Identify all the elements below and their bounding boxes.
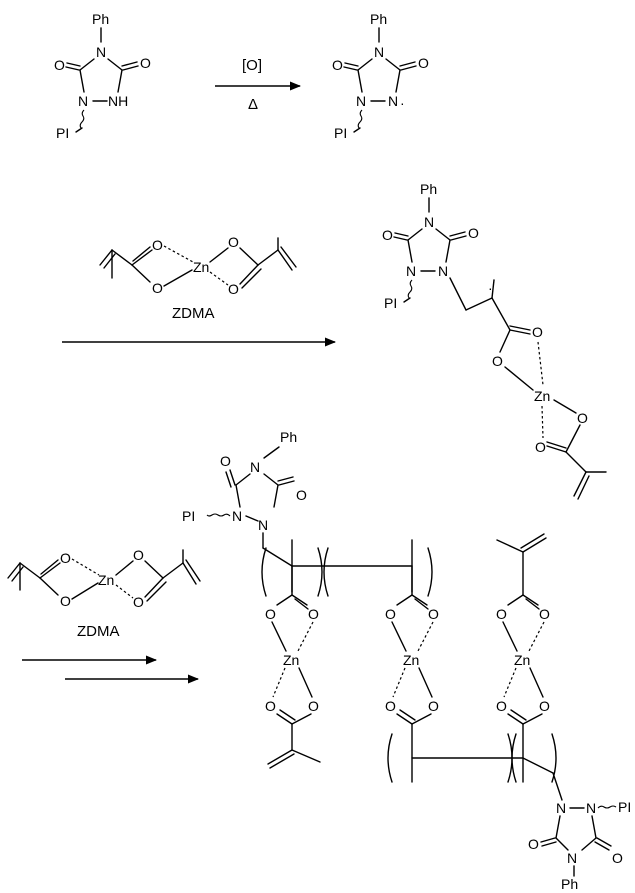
oxygen-label: O [468,225,479,241]
zinc-label: Zn [98,572,114,588]
urazolyl-radical-product: Ph N O O N N · PI [332,11,429,141]
oxygen-label: O [140,55,151,71]
network-backbone-lower [387,733,563,801]
n1-label: N [78,93,88,109]
oxygen-label: O [228,281,239,297]
zdma-reagent-2: O O Zn O O ZDMA [7,547,201,640]
phenyl-label: Ph [420,181,437,197]
oxygen-label: O [152,280,163,296]
zinc-label: Zn [403,652,419,668]
zinc-column-3: O O Zn O O [496,533,550,783]
zinc-label: Zn [534,388,550,404]
oxygen-label: O [496,698,507,714]
oxygen-label: O [385,698,396,714]
urazole-reactant: Ph N O O N NH PI [54,11,151,141]
oxidation-arrow: [O] Δ [215,57,302,113]
n2-label: N [258,517,268,533]
zinc-label: Zn [283,652,299,668]
oxygen-label: O [577,410,588,426]
oxygen-label: O [382,227,393,243]
oxygen-label: O [528,836,539,852]
network-bottom-urazole: N N PI O O N Ph [528,799,631,892]
n4-label: N [96,44,106,60]
oxygen-label: O [308,698,319,714]
oxygen-label: O [60,593,71,609]
n1-label: N [356,93,366,109]
n4-label: N [567,850,577,866]
oxygen-label: O [220,453,231,469]
oxygen-label: O [265,698,276,714]
network-backbone-upper [261,539,433,597]
n4-label: N [250,459,260,475]
oxygen-label: O [133,594,144,610]
phenyl-label: Ph [561,876,578,892]
n1-label: N [232,508,242,524]
polyisoprene-label: PI [618,799,631,815]
zdma-label: ZDMA [77,623,120,640]
oxygen-label: O [428,606,439,622]
oxygen-label: O [532,324,543,340]
network-top-urazole: Ph N O O N N PI [182,429,307,549]
oxygen-label: O [133,547,144,563]
oxygen-label: O [496,606,507,622]
oxygen-label: O [152,237,163,253]
radical-dot: · [400,95,405,111]
oxygen-label: O [332,57,343,73]
oxidant-label: [O] [242,57,262,74]
polyisoprene-label: PI [56,125,69,141]
polyisoprene-label: PI [182,508,195,524]
zinc-label: Zn [514,652,530,668]
n1-label: N [556,800,566,816]
n4-label: N [374,44,384,60]
n2-label: N [388,93,398,109]
radical-dot: · [488,280,493,296]
polyisoprene-label: PI [334,125,347,141]
oxygen-label: O [535,439,546,455]
oxygen-label: O [60,550,71,566]
heat-label: Δ [248,96,258,113]
oxygen-label: O [418,55,429,71]
oxygen-label: O [265,606,276,622]
oxygen-label: O [296,487,307,503]
phenyl-label: Ph [370,11,387,27]
zinc-adduct-radical: Ph N O O N N PI · O O Zn O O [382,181,607,500]
n1-label: N [406,263,416,279]
oxygen-label: O [385,606,396,622]
n2-label: N [586,800,596,816]
oxygen-label: O [612,850,623,866]
oxygen-label: O [539,698,550,714]
n4-label: N [424,214,434,230]
polyisoprene-label: PI [384,295,397,311]
n2-label: N [438,263,448,279]
oxygen-label: O [492,353,503,369]
oxygen-label: O [428,698,439,714]
zinc-column-1: O O Zn O O [265,594,321,769]
phenyl-label: Ph [280,429,297,445]
oxygen-label: O [539,606,550,622]
zdma-reagent-1: O O Zn O O ZDMA [99,234,297,322]
zinc-column-2: O O Zn O O [385,594,439,783]
oxygen-label: O [54,57,65,73]
nh-label: NH [108,93,128,109]
phenyl-label: Ph [92,11,109,27]
zinc-label: Zn [193,259,209,275]
zdma-label: ZDMA [172,305,215,322]
oxygen-label: O [228,234,239,250]
oxygen-label: O [308,606,319,622]
